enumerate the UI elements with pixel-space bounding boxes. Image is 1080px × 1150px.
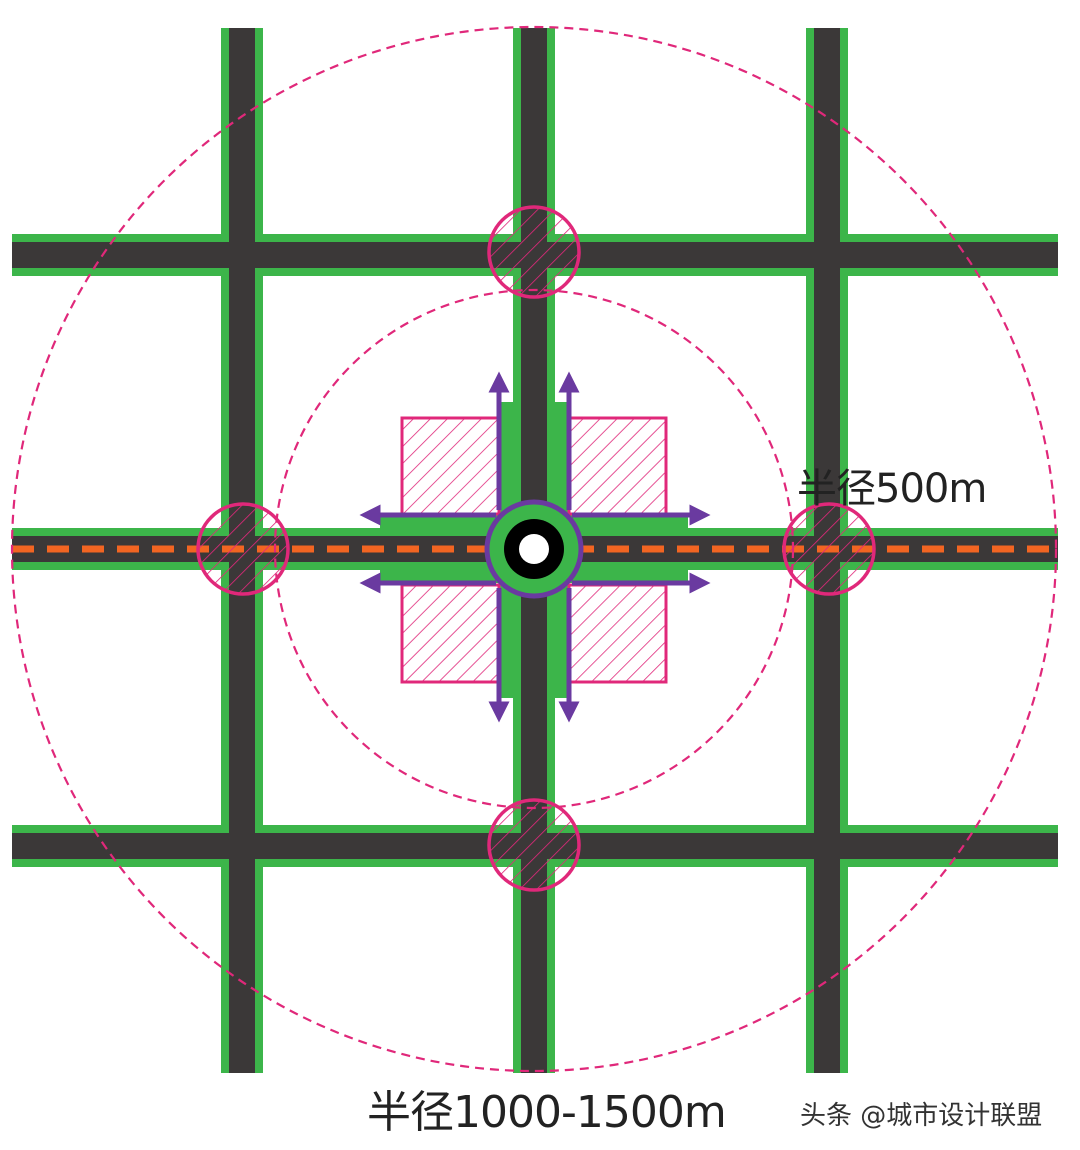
node-west: [196, 502, 290, 596]
block-sw: [400, 583, 501, 684]
node-south: [487, 798, 581, 892]
watermark-text: 头条 @城市设计联盟: [800, 1101, 1043, 1131]
circulation-arrows: [359, 371, 711, 723]
station-white-core: [519, 534, 549, 564]
block-nw: [400, 416, 501, 516]
block-ne: [567, 416, 668, 516]
node-east: [782, 502, 876, 596]
node-north: [487, 205, 581, 299]
central-station: [484, 499, 584, 599]
intersection-nodes: [196, 205, 876, 892]
outer-radius-label: 半径1000-1500m: [367, 1087, 727, 1138]
block-se: [567, 583, 668, 684]
outer-radius-circle: [10, 25, 1058, 1073]
inner-radius-label: 半径500m: [797, 466, 987, 512]
